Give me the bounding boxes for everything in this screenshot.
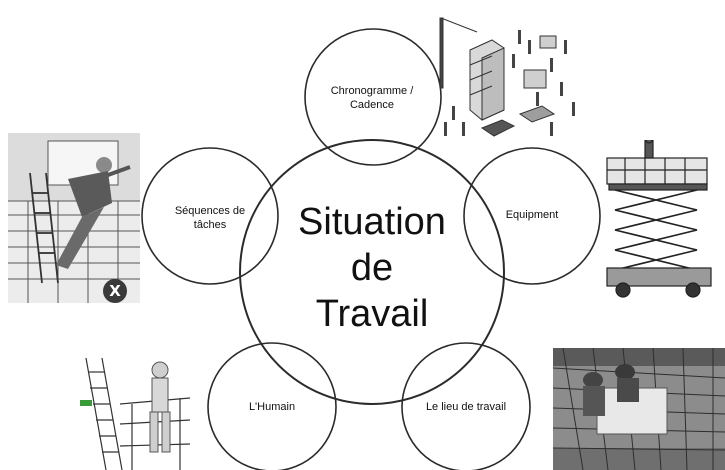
center-circle (239, 139, 505, 405)
center-label-line3: Travail (315, 293, 429, 335)
label-chronogramme: Chronogramme / Cadence (330, 85, 414, 111)
label-humain: L'Humain (248, 401, 296, 413)
prohibited-badge-icon: X (103, 279, 127, 303)
roof-safety-net-photo (553, 348, 725, 470)
label-lieu-de-travail: Le lieu de travail (425, 401, 507, 413)
label-equipment: Equipment (505, 209, 559, 221)
circle-bottom-left (207, 342, 337, 470)
construction-site-illustration (439, 17, 575, 137)
center-label-line2: de (350, 247, 394, 289)
center-label: Situation de Travail (267, 199, 477, 337)
circle-right (463, 147, 601, 285)
scaffold-worker-illustration (80, 358, 191, 470)
label-sequences: Séquences de tâches (174, 205, 246, 231)
scissor-lift-illustration (606, 140, 712, 298)
circle-bottom-right (401, 342, 531, 470)
circle-top (304, 28, 442, 166)
circle-left (141, 147, 279, 285)
ladder-fall-illustration (8, 133, 140, 303)
center-label-line1: Situation (298, 201, 446, 243)
